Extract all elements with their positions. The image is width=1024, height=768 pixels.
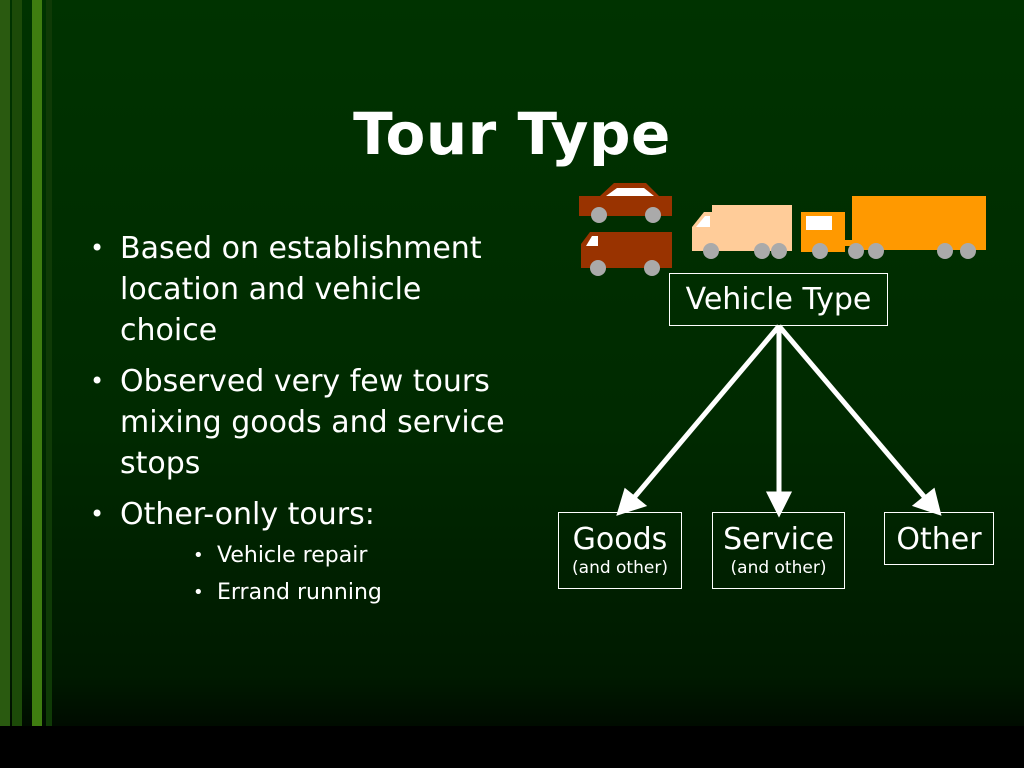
- arrowhead-other: [911, 487, 942, 516]
- decor-stripe: [32, 0, 42, 768]
- decor-stripe: [12, 0, 22, 768]
- bullet-list: Based on establishment location and vehi…: [88, 228, 528, 611]
- car-icon: [579, 183, 672, 223]
- decor-stripe: [0, 0, 10, 768]
- bullet-item: Based on establishment location and vehi…: [88, 228, 528, 351]
- bullet-item: Observed very few tours mixing goods and…: [88, 361, 528, 484]
- goods-box: Goods (and other): [558, 512, 682, 589]
- wheel: [644, 260, 660, 276]
- wheel: [960, 243, 976, 259]
- vehicle-type-label: Vehicle Type: [685, 282, 872, 317]
- goods-label: Goods: [572, 522, 668, 557]
- van-icon: [581, 232, 672, 276]
- arrowhead-goods: [616, 487, 648, 516]
- wheel: [754, 243, 770, 259]
- van-window: [586, 236, 598, 246]
- service-sublabel: (and other): [730, 558, 827, 578]
- service-label: Service: [723, 522, 834, 557]
- vehicle-type-box: Vehicle Type: [669, 273, 888, 326]
- sub-bullet-item: Errand running: [193, 574, 528, 611]
- bullet-item: Other-only tours:: [88, 494, 528, 535]
- wheel: [645, 207, 661, 223]
- wheel: [771, 243, 787, 259]
- truck-hitch: [845, 240, 853, 246]
- bottom-bar: [0, 726, 1024, 768]
- wheel: [590, 260, 606, 276]
- semi-truck-icon: [801, 196, 986, 259]
- wheel: [848, 243, 864, 259]
- trailer: [852, 196, 986, 250]
- decor-stripe: [46, 0, 52, 768]
- slide-title: Tour Type: [353, 100, 671, 168]
- other-label: Other: [896, 522, 982, 557]
- arrow-to-goods: [630, 324, 781, 502]
- goods-sublabel: (and other): [572, 558, 668, 578]
- wheel: [591, 207, 607, 223]
- truck-window: [696, 216, 710, 227]
- light-truck-icon: [692, 205, 792, 259]
- other-box: Other: [884, 512, 994, 565]
- service-box: Service (and other): [712, 512, 845, 589]
- wheel: [812, 243, 828, 259]
- truck-window: [806, 216, 832, 230]
- arrows: [616, 324, 942, 518]
- sub-bullet-item: Vehicle repair: [193, 537, 528, 574]
- arrow-to-other: [777, 324, 929, 502]
- wheel: [703, 243, 719, 259]
- arrowhead-service: [765, 491, 793, 518]
- van-body: [581, 232, 672, 268]
- wheel: [937, 243, 953, 259]
- wheel: [868, 243, 884, 259]
- car-window: [606, 188, 654, 196]
